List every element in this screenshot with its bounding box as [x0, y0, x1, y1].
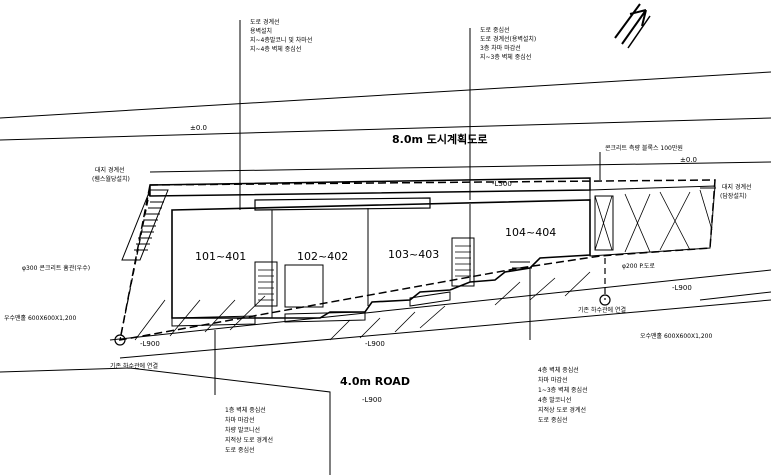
callout-text: 1~3층 벽체 중심선: [538, 386, 588, 394]
callout-text: 지적상 도로 경계선: [538, 406, 586, 414]
stair-core: [254, 237, 532, 308]
callout-text: 오수맨홀 600X600X1,200: [640, 332, 712, 340]
parking-stalls: [134, 271, 591, 341]
level-mark: -L900: [362, 396, 382, 404]
callout-text: 대지 경계선: [722, 183, 752, 191]
callout-text: 3층 차마 마감선: [480, 44, 521, 52]
level-mark: -L500: [492, 180, 512, 188]
retaining-wall: [149, 177, 591, 197]
north-road-center: [0, 117, 771, 141]
callout-text: 도로 경계선(용벽설치): [480, 35, 536, 43]
north-road-boundary: [149, 161, 771, 173]
level-mark: ±0.0: [190, 124, 207, 132]
north-road-label: 8.0m 도시계획도로: [392, 132, 488, 146]
unit-label: 104~404: [505, 226, 556, 239]
south-road-line: [119, 299, 771, 359]
unit-label: 101~401: [195, 250, 246, 263]
level-mark: -L900: [365, 340, 385, 348]
south-road-edge: [109, 269, 771, 341]
callout-text: φ300 콘크리트 흄관(우수): [22, 264, 90, 272]
callout-text: φ200 P.도로: [622, 263, 655, 270]
callout-text: 도로 중심선: [538, 416, 568, 424]
callout-text: 기존 하수관에 연결: [578, 306, 626, 314]
south-road-lower-edge: [0, 367, 331, 475]
callout-text: 도로 중심선: [225, 446, 255, 454]
parking-hatch: [589, 185, 716, 257]
manhole-left-icon: [114, 334, 126, 346]
callout-text: 우수맨홀 600X600X1,200: [4, 314, 76, 322]
level-mark: -L900: [140, 340, 160, 348]
north-arrow-icon: [614, 3, 651, 49]
callout-text: 지적상 도로 경계선: [225, 436, 273, 444]
unit-label: 103~403: [388, 248, 439, 261]
callout-text: 차마 마감선: [225, 416, 255, 424]
level-mark: -L900: [672, 284, 692, 292]
callout-text: 대지 경계선: [95, 166, 125, 174]
callout-text: 4층 발코니선: [538, 396, 571, 404]
callout-text: 기존 하수관에 연결: [110, 362, 158, 370]
callout-text: 도로 중심선: [480, 26, 510, 34]
drain-pipe-left: [119, 189, 151, 341]
callout-text: 4층 벽체 중심선: [538, 366, 579, 374]
unit-label: 102~402: [297, 250, 348, 263]
callout-text: 콘크리트 측량 블록스 100만원: [605, 144, 683, 152]
callout-text: 차량 발코니선: [225, 426, 260, 434]
callout-text: 1층 벽체 중심선: [225, 406, 266, 414]
callout-text: 도로 경계선: [250, 18, 280, 26]
callout-text: 차마 마감선: [538, 376, 568, 384]
building-outline: [171, 199, 591, 319]
callout-text: (담장설치): [720, 192, 747, 200]
north-road-edge: [0, 71, 771, 119]
callout-text: 용벽설치: [250, 27, 272, 35]
south-road-label: 4.0m ROAD: [340, 375, 410, 388]
manhole-right-icon: [599, 294, 611, 306]
left-stair: [121, 189, 169, 261]
callout-text: (휀스월당설치): [92, 175, 130, 183]
callout-text: 지~4층 벽체 중심선: [250, 45, 301, 53]
callout-text: 지~3층 벽체 중심선: [480, 53, 531, 61]
level-mark: ±0.0: [680, 156, 697, 164]
callout-text: 지~4층발코니 및 차마선: [250, 36, 312, 44]
